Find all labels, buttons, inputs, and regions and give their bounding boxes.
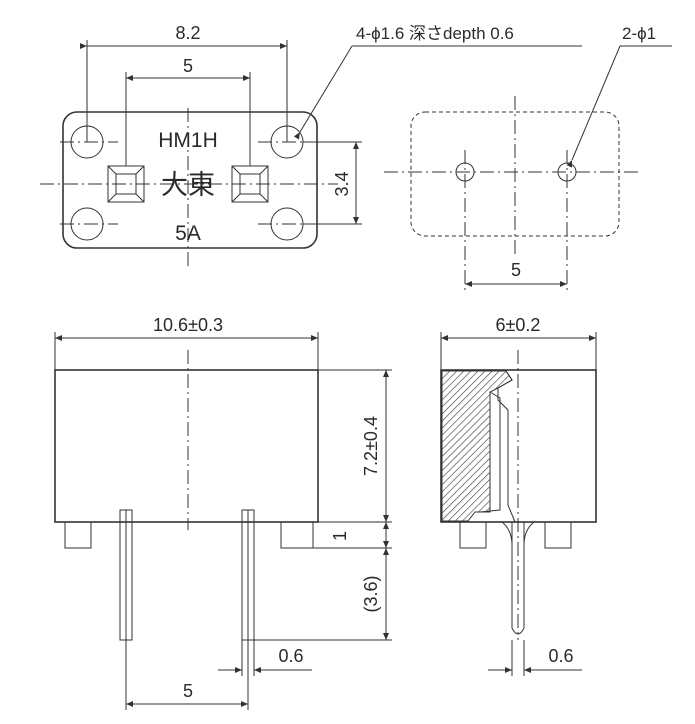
front-left-foot — [64, 521, 92, 549]
side-pin — [511, 522, 525, 635]
pin-hole-left — [455, 162, 475, 182]
dim-top-pitch-label: 5 — [183, 56, 193, 76]
side-left-foot — [459, 521, 487, 549]
dim-side-pin-thickness-label: 0.6 — [548, 646, 573, 666]
dim-front-pin-length-label: (3.6) — [361, 575, 381, 612]
dim-bottom-pitch-label: 5 — [511, 260, 521, 280]
dim-front-pin-thickness-label: 0.6 — [278, 646, 303, 666]
pin-hole-note: 2-ϕ1 — [622, 24, 656, 43]
front-view: 10.6±0.3 7.2±0.4 1 (3.6) 0.6 5 — [54, 315, 392, 710]
dim-front-width-label: 10.6±0.3 — [153, 315, 223, 335]
top-view: HM1H 大東 5A 8.2 5 3.4 4-ϕ1.6 深さdepth 0.6 — [40, 23, 582, 268]
dim-front-standoff-label: 1 — [330, 531, 350, 541]
side-view: 6±0.2 0.6 — [440, 315, 597, 676]
side-right-foot — [544, 521, 572, 549]
side-view-section-hatch — [441, 370, 513, 522]
top-hole-note: 4-ϕ1.6 深さdepth 0.6 — [356, 24, 514, 43]
hole-note-leader — [293, 45, 353, 140]
marking-maker-text: 大東 — [161, 170, 215, 200]
bottom-view: 2-ϕ1 5 — [384, 24, 672, 290]
front-view-body — [54, 369, 319, 523]
dim-top-width-label: 8.2 — [175, 23, 200, 43]
marking-model-text: HM1H — [158, 129, 218, 152]
pin-hole-note-leader — [566, 45, 621, 168]
front-right-foot — [280, 521, 314, 549]
dim-front-height-label: 7.2±0.4 — [361, 416, 381, 476]
dim-top-height-label: 3.4 — [332, 171, 352, 196]
dim-front-pin-pitch-label: 5 — [183, 681, 193, 701]
top-view-body-outline — [62, 111, 318, 249]
hole-circle-bottom-left — [70, 207, 104, 241]
marking-rating-text: 5A — [175, 222, 201, 245]
dim-side-width-label: 6±0.2 — [496, 315, 541, 335]
